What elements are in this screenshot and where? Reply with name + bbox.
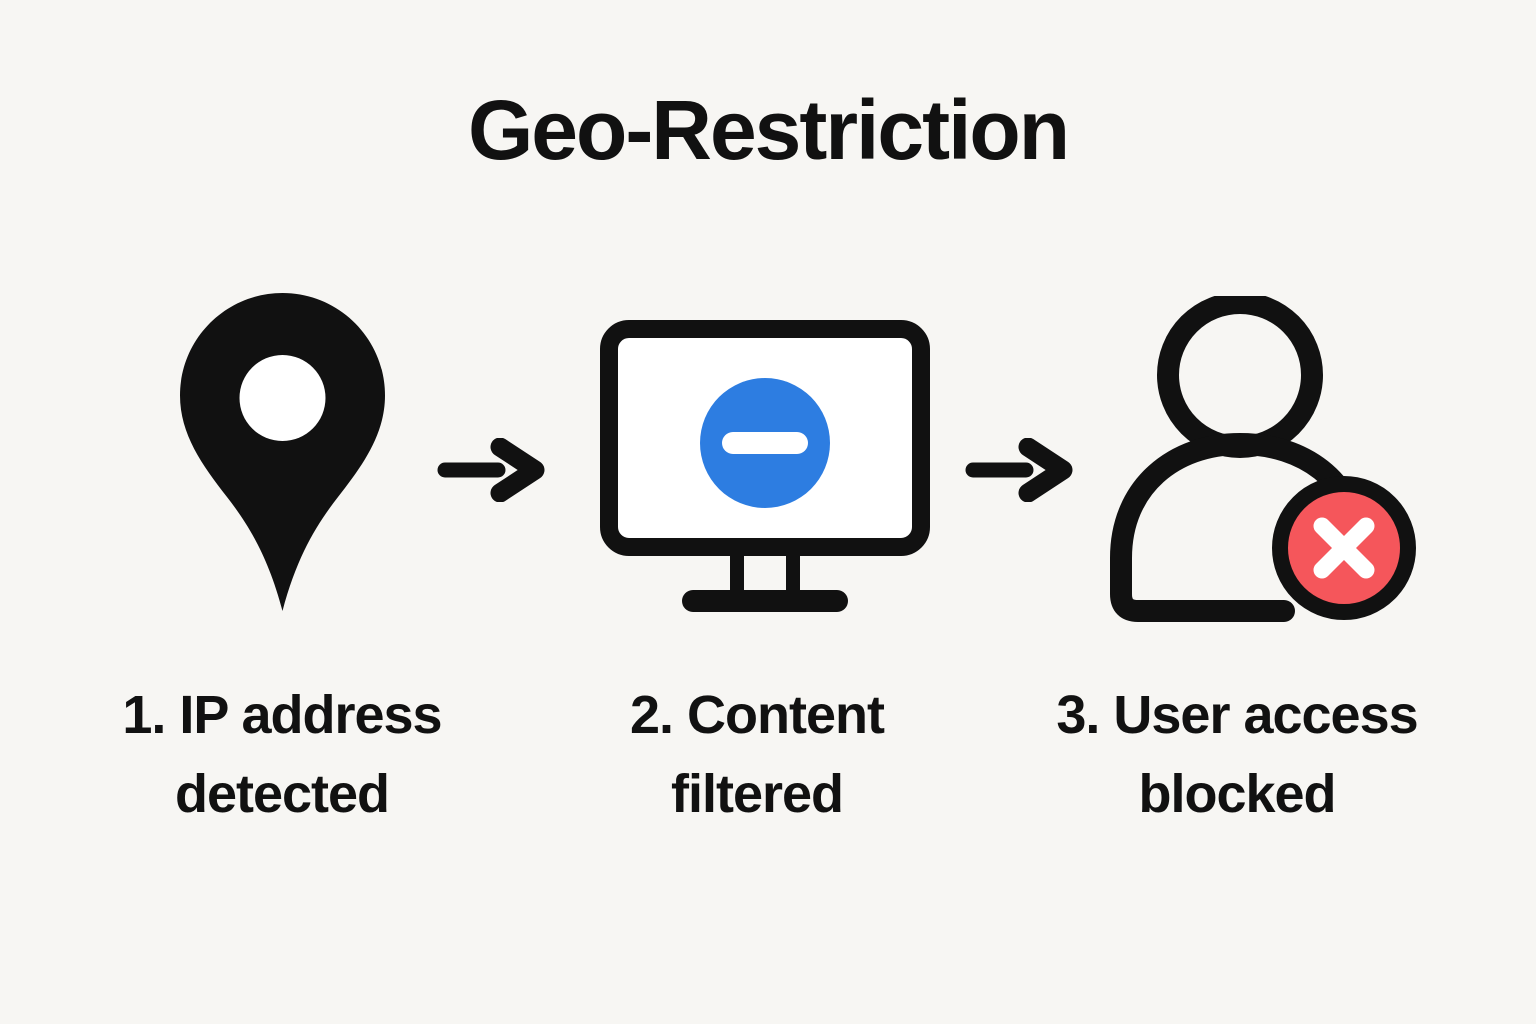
step-label-line: 3. User access xyxy=(1056,685,1418,745)
user-blocked-icon xyxy=(1100,292,1430,637)
x-badge-ring xyxy=(1272,476,1416,620)
step-label-access-blocked: 3. User access blocked xyxy=(1007,676,1467,834)
monitor-stand-left xyxy=(730,547,744,594)
monitor-stand-right xyxy=(786,547,800,594)
step-label-line: detected xyxy=(174,763,390,824)
pin-hole xyxy=(239,355,326,441)
step-label-ip-detected: 1. IP address detected xyxy=(52,676,512,834)
monitor-base xyxy=(682,590,848,612)
arrow-right-icon xyxy=(964,437,1078,507)
pin-shape xyxy=(180,293,385,611)
step-label-line: filtered xyxy=(670,763,844,824)
step-label-line: blocked xyxy=(1138,763,1336,824)
step-label-line: 1. IP address xyxy=(122,685,442,745)
step-label-line: 2. Content xyxy=(630,685,885,745)
x-icon xyxy=(1313,517,1375,579)
user-body xyxy=(1110,433,1369,622)
page-title: Geo-Restriction xyxy=(467,83,1070,177)
arrow-right-icon xyxy=(436,437,550,507)
user-head xyxy=(1157,292,1323,458)
monitor-blocked-icon xyxy=(598,318,932,619)
step-label-content-filtered: 2. Content filtered xyxy=(527,676,987,834)
minus-icon xyxy=(722,432,808,454)
location-pin-icon xyxy=(180,293,385,620)
